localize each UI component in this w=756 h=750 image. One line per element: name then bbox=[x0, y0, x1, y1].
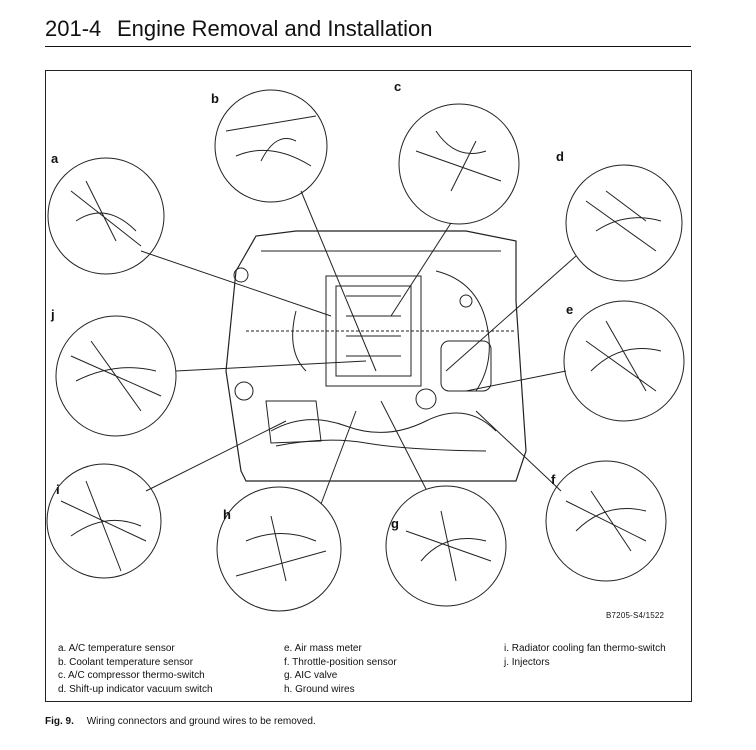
legend-column-1: a. A/C temperature sensor b. Coolant tem… bbox=[58, 642, 213, 696]
engine-bay bbox=[225, 230, 527, 482]
detail-circle-h bbox=[216, 486, 342, 612]
legend-column-2: e. Air mass meter f. Throttle-position s… bbox=[284, 642, 397, 696]
legend-item: d. Shift-up indicator vacuum switch bbox=[58, 683, 213, 695]
detail-circle-j bbox=[55, 315, 177, 437]
legend-column-3: i. Radiator cooling fan thermo-switch j.… bbox=[504, 642, 666, 669]
legend-item: e. Air mass meter bbox=[284, 643, 362, 654]
callout-j: j bbox=[50, 307, 55, 322]
legend-item: f. Throttle-position sensor bbox=[284, 656, 397, 668]
figure-caption: Fig. 9. Wiring connectors and ground wir… bbox=[45, 716, 316, 727]
callout-b: b bbox=[211, 91, 219, 106]
legend-item: a. A/C temperature sensor bbox=[58, 643, 175, 654]
detail-circle-g bbox=[385, 485, 507, 607]
figure-code: B7205-S4/1522 bbox=[606, 611, 665, 620]
detail-circle-a bbox=[47, 157, 165, 275]
callout-a: a bbox=[51, 151, 59, 166]
detail-circle-c bbox=[398, 103, 520, 225]
section-number: 201-4 bbox=[45, 16, 102, 41]
engine-bay-illustration: a b c d e f g h i j bbox=[46, 79, 685, 612]
callout-e: e bbox=[566, 302, 573, 317]
page-header: 201-4 Engine Removal and Installation bbox=[45, 14, 691, 47]
figure-number: Fig. 9. bbox=[45, 716, 74, 727]
detail-circle-i bbox=[46, 463, 162, 579]
callout-c: c bbox=[394, 79, 401, 94]
legend-item: b. Coolant temperature sensor bbox=[58, 656, 194, 668]
caption-text: Wiring connectors and ground wires to be… bbox=[86, 716, 316, 727]
callout-i: i bbox=[56, 482, 60, 497]
callout-h: h bbox=[223, 507, 231, 522]
legend-item: h. Ground wires bbox=[284, 683, 355, 695]
legend-item: g. AIC valve bbox=[284, 670, 338, 681]
legend-item: i. Radiator cooling fan thermo-switch bbox=[504, 643, 666, 654]
callout-g: g bbox=[391, 516, 399, 531]
legend-item: j. Injectors bbox=[504, 656, 550, 668]
detail-circle-d bbox=[565, 164, 683, 282]
callout-f: f bbox=[551, 472, 556, 487]
figure-frame: a b c d e f g h i j B7205-S4/1522 a. A/C… bbox=[45, 70, 692, 702]
section-title: Engine Removal and Installation bbox=[117, 16, 433, 41]
detail-circle-e bbox=[563, 300, 685, 422]
legend-item: c. A/C compressor thermo-switch bbox=[58, 670, 205, 681]
detail-circle-f bbox=[545, 460, 667, 582]
callout-d: d bbox=[556, 149, 564, 164]
detail-circle-b bbox=[214, 89, 328, 203]
